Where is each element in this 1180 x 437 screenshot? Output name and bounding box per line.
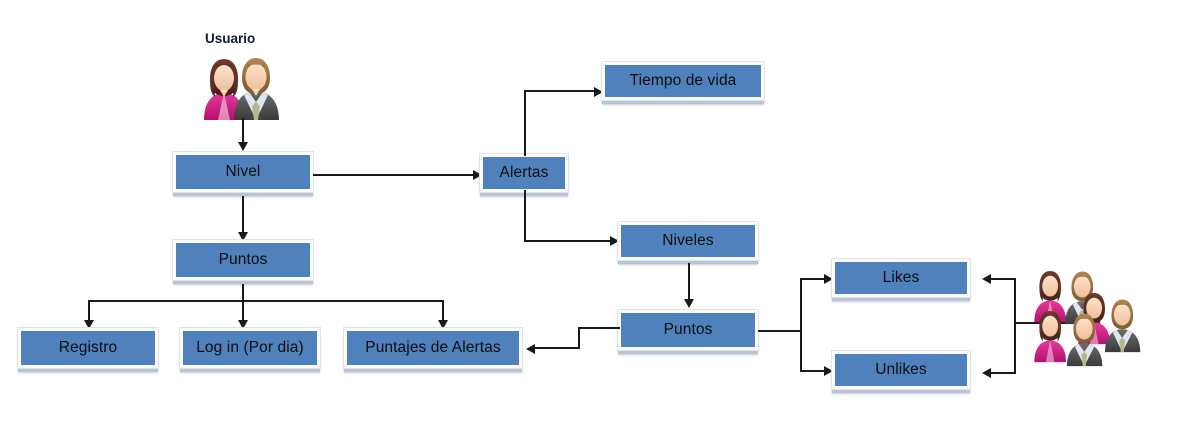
edge-puntos-fan-stem xyxy=(242,284,244,302)
edge-puntosder-unlikes-head xyxy=(824,365,833,376)
edge-puntos-login-drop xyxy=(242,300,244,324)
node-puntos-izquierda[interactable]: Puntos xyxy=(172,239,314,281)
group-of-people-icon xyxy=(1030,253,1170,393)
edge-niveles-puntos-line xyxy=(688,263,690,301)
edge-puntosder-fan-stem xyxy=(758,330,802,332)
edge-alertas-tiempo-riser xyxy=(524,90,526,156)
edge-puntos-registro-head xyxy=(83,320,94,329)
usuario-caption: Usuario xyxy=(205,31,256,46)
edge-grupo-unlikes-run xyxy=(990,372,1016,374)
edge-puntos-login-head xyxy=(237,320,248,329)
node-likes-label: Likes xyxy=(882,269,920,287)
edge-alertas-niveles-run xyxy=(524,240,612,242)
edge-alertas-niveles-riser xyxy=(524,190,526,242)
node-alertas-label: Alertas xyxy=(499,164,549,182)
node-puntajes-de-alertas-label: Puntajes de Alertas xyxy=(365,339,501,357)
edge-usuario-nivel-line xyxy=(242,118,244,144)
edge-alertas-niveles-head xyxy=(610,235,619,246)
edge-puntosder-likes-run xyxy=(800,278,828,280)
edge-puntos-puntajes-drop xyxy=(442,300,444,324)
edge-puntosder-puntajes-run2 xyxy=(534,347,580,349)
edge-alertas-tiempo-run xyxy=(524,90,596,92)
edge-puntosder-puntajes-riser xyxy=(578,327,580,349)
edge-puntosder-likes-head xyxy=(824,273,833,284)
edge-grupo-likes-run xyxy=(990,278,1016,280)
edge-nivel-puntos-head xyxy=(237,232,248,241)
edge-grupo-unlikes-head xyxy=(982,367,991,378)
edge-puntosder-puntajes-run1 xyxy=(578,327,620,329)
edge-usuario-nivel-head xyxy=(237,142,248,151)
edge-puntos-fan-bus xyxy=(88,300,444,302)
node-puntos-derecha-label: Puntos xyxy=(663,321,713,339)
node-registro-label: Registro xyxy=(58,339,118,357)
edge-nivel-puntos-line xyxy=(242,196,244,234)
edge-niveles-puntos-head xyxy=(683,299,694,308)
edge-puntosder-fan-bus xyxy=(800,278,802,372)
node-nivel[interactable]: Nivel xyxy=(172,151,314,193)
node-puntos-izquierda-label: Puntos xyxy=(218,251,268,269)
node-puntajes-de-alertas[interactable]: Puntajes de Alertas xyxy=(343,327,523,369)
node-nivel-label: Nivel xyxy=(225,163,261,181)
node-login[interactable]: Log in (Por dia) xyxy=(179,327,321,369)
edge-puntos-puntajes-head xyxy=(437,320,448,329)
node-alertas[interactable]: Alertas xyxy=(479,153,569,193)
two-people-icon xyxy=(198,50,286,120)
edge-nivel-alertas-line xyxy=(313,174,475,176)
edge-grupo-likes-head xyxy=(982,273,991,284)
node-unlikes[interactable]: Unlikes xyxy=(831,350,971,390)
node-puntos-derecha[interactable]: Puntos xyxy=(617,309,759,351)
edge-puntosder-puntajes-head xyxy=(526,343,535,354)
node-niveles[interactable]: Niveles xyxy=(617,221,759,261)
node-likes[interactable]: Likes xyxy=(831,258,971,298)
node-unlikes-label: Unlikes xyxy=(875,361,927,379)
node-tiempo-de-vida-label: Tiempo de vida xyxy=(629,72,737,90)
edge-puntosder-unlikes-run xyxy=(800,370,828,372)
edge-grupo-bus xyxy=(1014,278,1016,374)
node-login-label: Log in (Por dia) xyxy=(196,339,304,357)
node-tiempo-de-vida[interactable]: Tiempo de vida xyxy=(601,61,765,101)
node-niveles-label: Niveles xyxy=(662,232,714,250)
edge-nivel-alertas-head xyxy=(473,169,482,180)
node-registro[interactable]: Registro xyxy=(17,327,159,369)
edge-puntos-registro-drop xyxy=(88,300,90,324)
edge-alertas-tiempo-head xyxy=(594,86,603,97)
